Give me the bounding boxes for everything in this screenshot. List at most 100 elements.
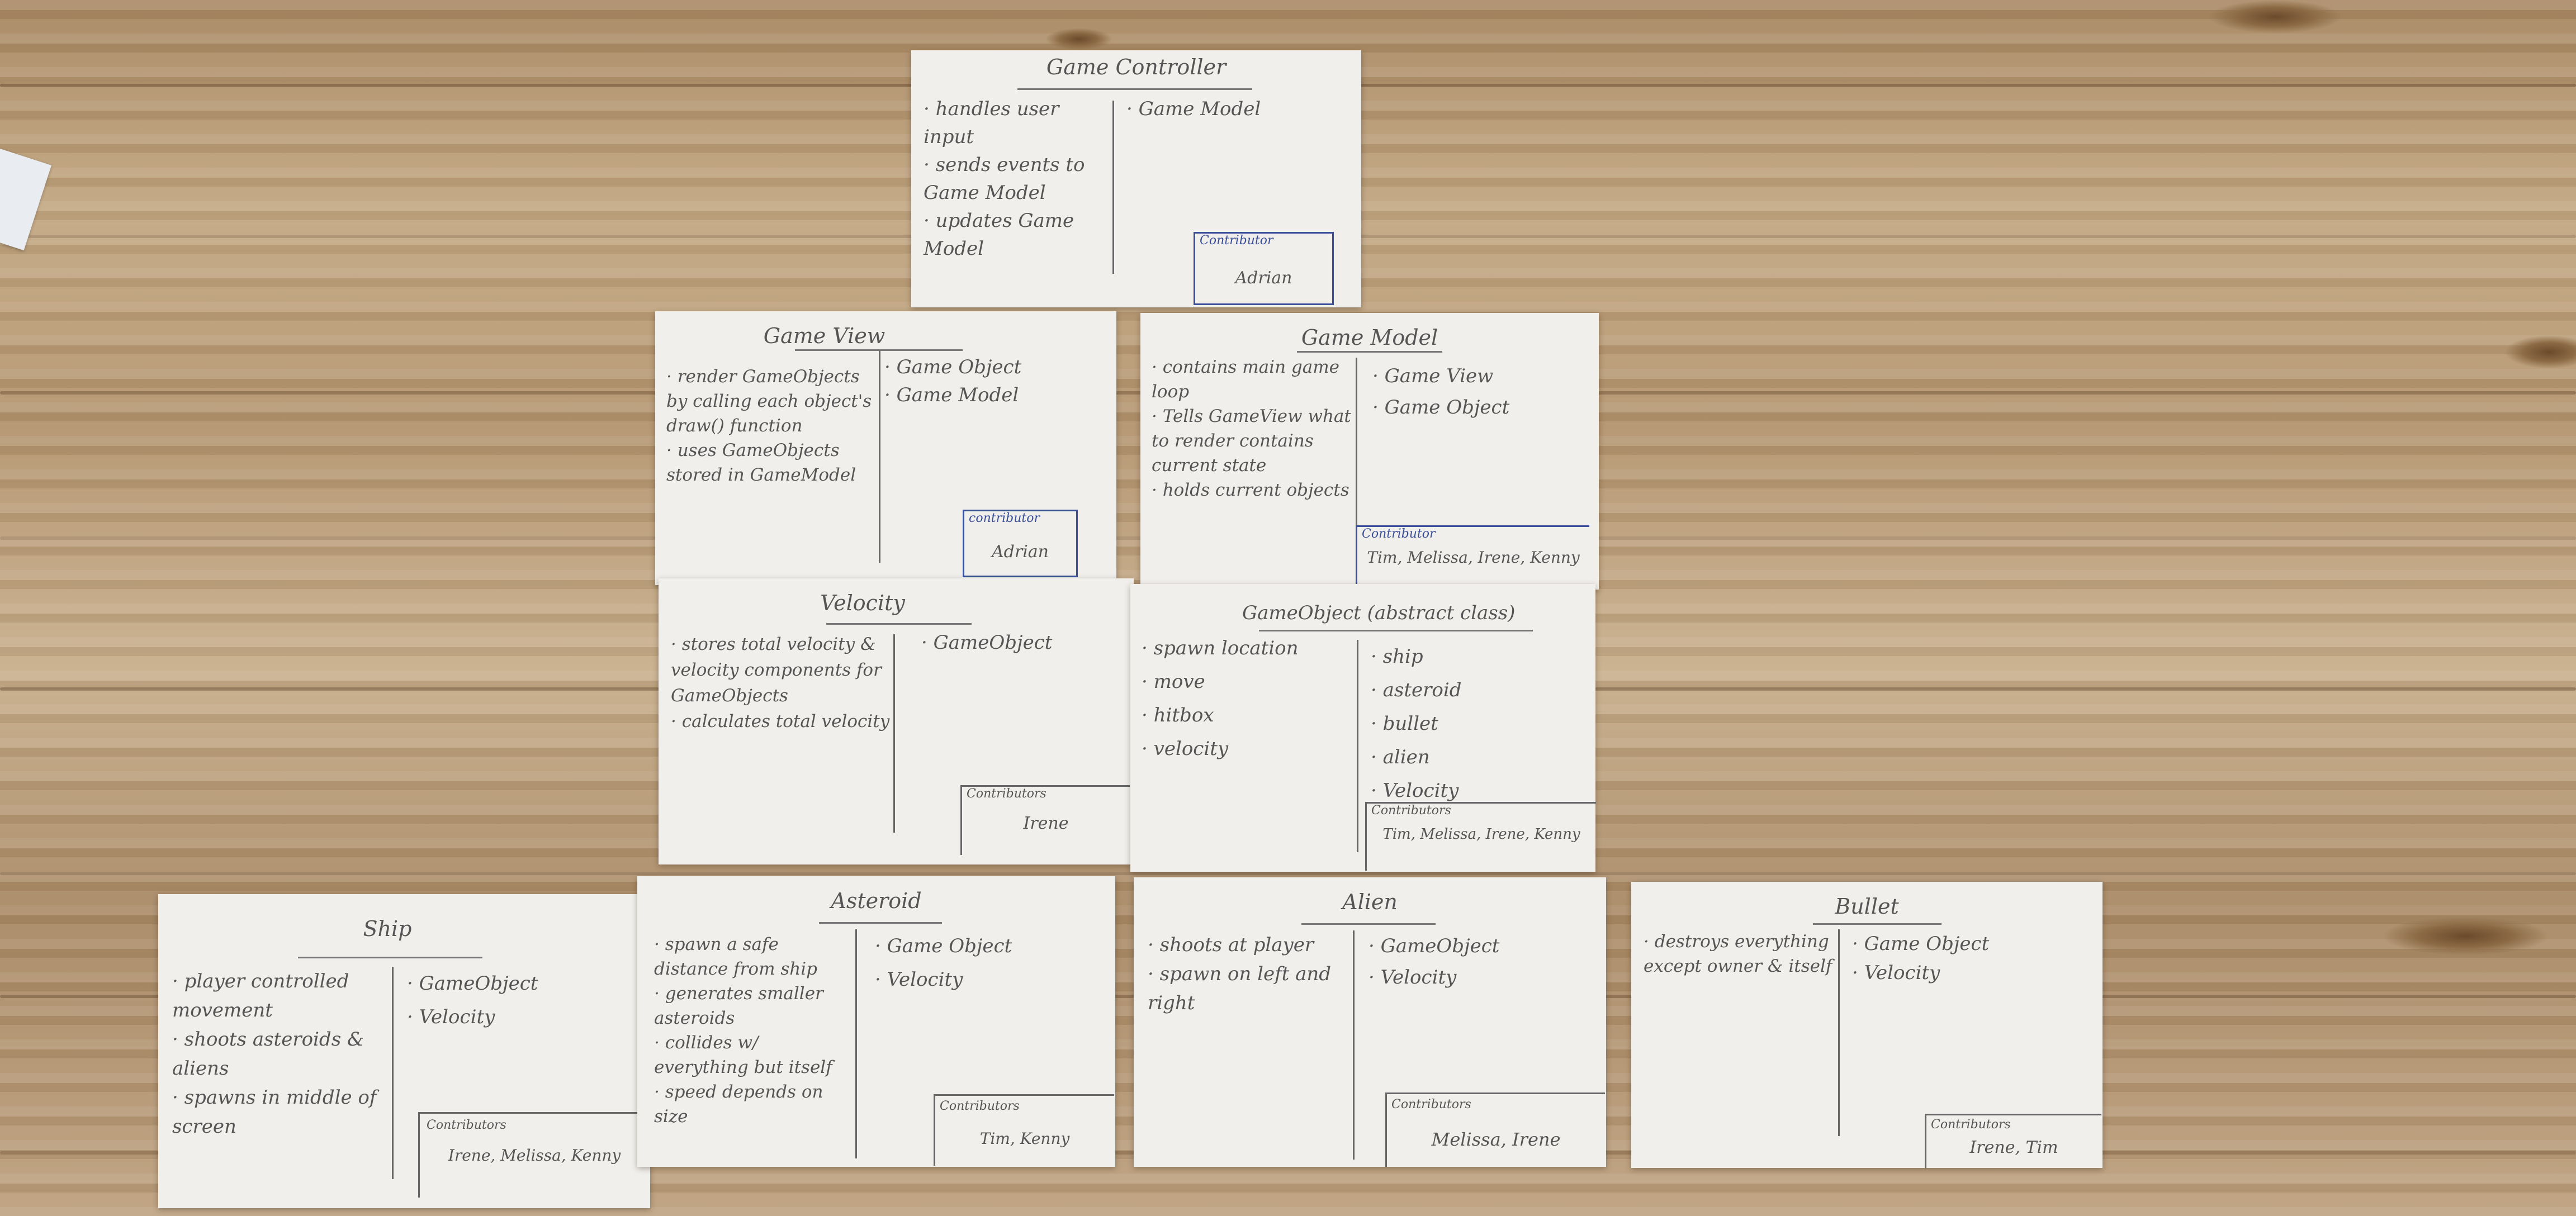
collaborator-item: Velocity <box>1852 958 1989 987</box>
contributors-box: Contributors Irene <box>960 785 1130 855</box>
card-title: Bullet <box>1835 894 1899 919</box>
responsibility-item: spawn a safe distance from ship <box>654 932 850 981</box>
responsibility-item: move <box>1142 665 1354 699</box>
contributors-names: Adrian <box>1235 268 1292 288</box>
responsibilities-list: render GameObjects by calling each objec… <box>666 364 876 487</box>
title-underline <box>819 922 942 924</box>
responsibility-item: contains main game loop <box>1152 355 1356 404</box>
crc-card-game-view[interactable]: Game View render GameObjects by calling … <box>655 311 1116 585</box>
card-title: Game View <box>763 324 886 348</box>
crc-card-game-model[interactable]: Game Model contains main game loop Tells… <box>1140 313 1599 590</box>
card-divider <box>893 634 895 833</box>
collaborators-list: GameObject <box>921 629 1053 657</box>
card-title: Velocity <box>820 591 905 615</box>
contributors-names: Irene <box>1023 814 1069 833</box>
responsibilities-list: spawn a safe distance from ship generate… <box>654 932 850 1129</box>
responsibility-item: velocity <box>1142 732 1354 766</box>
collaborator-item: Game Model <box>1126 95 1261 123</box>
responsibility-item: destroys everything except owner & itsel… <box>1644 929 1834 978</box>
title-underline <box>1017 88 1252 90</box>
contributors-box: Contributors Tim, Kenny <box>934 1094 1114 1166</box>
crc-card-game-object[interactable]: GameObject (abstract class) spawn locati… <box>1130 584 1596 872</box>
collaborators-list: Game Object Velocity <box>1852 929 1990 987</box>
contributors-label: Contributors <box>967 787 1046 801</box>
contributors-box: Contributors Tim, Melissa, Irene, Kenny <box>1365 802 1596 871</box>
crc-card-bullet[interactable]: Bullet destroys everything except owner … <box>1631 882 2103 1168</box>
responsibility-item: player controlled movement <box>172 967 387 1025</box>
card-title: GameObject (abstract class) <box>1242 602 1516 624</box>
responsibilities-list: handles user input sends events to Game … <box>924 95 1108 263</box>
collaborator-item: bullet <box>1371 707 1462 740</box>
collaborator-item: Velocity <box>407 1000 538 1034</box>
card-divider <box>392 967 394 1179</box>
collaborator-item: Game Object <box>875 929 1012 963</box>
title-underline <box>298 957 482 958</box>
collaborator-item: Game View <box>1372 360 1509 392</box>
responsibility-item: speed depends on size <box>654 1080 850 1129</box>
crc-card-alien[interactable]: Alien shoots at player spawn on left and… <box>1134 877 1606 1167</box>
crc-card-velocity[interactable]: Velocity stores total velocity & velocit… <box>659 578 1134 864</box>
card-divider <box>1112 101 1114 274</box>
collaborator-item: GameObject <box>1368 930 1500 962</box>
card-title: Asteroid <box>831 889 922 913</box>
responsibility-item: calculates total velocity <box>671 709 892 734</box>
responsibility-item: Tells GameView what to render contains c… <box>1152 404 1356 478</box>
contributors-label: contributor <box>969 511 1040 525</box>
card-title: Game Model <box>1301 325 1438 350</box>
collaborator-item: Game Model <box>884 381 1021 409</box>
card-divider <box>1357 640 1358 852</box>
collaborators-list: Game Object Game Model <box>884 353 1022 409</box>
collaborator-item: ship <box>1371 640 1462 673</box>
contributors-label: Contributors <box>427 1118 506 1132</box>
contributors-names: Tim, Melissa, Irene, Kenny <box>1367 548 1580 567</box>
collaborator-item: Game Object <box>1852 929 1990 958</box>
title-underline <box>1301 923 1436 925</box>
card-divider <box>1353 930 1355 1160</box>
title-underline <box>1297 351 1442 353</box>
contributors-names: Adrian <box>991 542 1049 562</box>
responsibility-item: generates smaller asteroids <box>654 981 850 1030</box>
title-underline <box>1259 630 1533 631</box>
contributors-box: Contributors Irene, Tim <box>1925 1114 2101 1168</box>
contributors-names: Melissa, Irene <box>1431 1129 1561 1150</box>
contributors-names: Irene, Tim <box>1969 1138 2058 1157</box>
responsibility-item: spawns in middle of screen <box>172 1083 387 1141</box>
wood-grain <box>0 872 2576 875</box>
contributors-box: Contributors Melissa, Irene <box>1385 1092 1605 1167</box>
responsibility-item: hitbox <box>1142 699 1354 732</box>
contributors-box: Contributor Tim, Melissa, Irene, Kenny <box>1356 525 1589 586</box>
crc-card-asteroid[interactable]: Asteroid spawn a safe distance from ship… <box>637 876 1115 1167</box>
wood-knot <box>2504 335 2576 369</box>
card-divider <box>879 350 880 563</box>
collaborator-item: GameObject <box>921 629 1053 657</box>
responsibility-item: handles user input <box>924 95 1108 151</box>
collaborator-item: GameObject <box>407 967 538 1000</box>
contributors-label: Contributors <box>1371 804 1451 818</box>
collaborators-list: Game View Game Object <box>1372 360 1510 423</box>
crc-card-game-controller[interactable]: Game Controller handles user input sends… <box>911 50 1361 307</box>
collaborators-list: Game Model <box>1126 95 1261 123</box>
collaborator-item: Velocity <box>875 963 1012 996</box>
contributors-label: Contributors <box>1931 1118 2011 1132</box>
responsibilities-list: destroys everything except owner & itsel… <box>1644 929 1834 978</box>
card-title: Alien <box>1342 890 1398 914</box>
responsibility-item: render GameObjects by calling each objec… <box>666 364 876 438</box>
responsibility-item: shoots at player <box>1148 930 1349 960</box>
collaborators-list: GameObject Velocity <box>407 967 538 1034</box>
responsibility-item: holds current objects <box>1152 478 1356 502</box>
crc-card-ship[interactable]: Ship player controlled movement shoots a… <box>158 894 650 1208</box>
title-underline <box>795 349 963 351</box>
collaborator-item: Velocity <box>1371 774 1462 808</box>
contributors-box: Contributors Irene, Melissa, Kenny <box>418 1112 649 1198</box>
contributors-label: Contributors <box>940 1099 1020 1113</box>
wood-knot <box>1045 28 1112 50</box>
contributors-names: Tim, Melissa, Irene, Kenny <box>1382 826 1580 843</box>
responsibilities-list: contains main game loop Tells GameView w… <box>1152 355 1356 502</box>
contributors-label: Contributor <box>1362 527 1436 541</box>
contributors-names: Irene, Melissa, Kenny <box>448 1146 621 1165</box>
responsibilities-list: spawn location move hitbox velocity <box>1142 631 1354 766</box>
collaborators-list: GameObject Velocity <box>1368 930 1500 993</box>
collaborator-item: Game Object <box>1372 392 1510 423</box>
contributors-box: Contributor Adrian <box>1194 232 1334 305</box>
collaborator-item: Game Object <box>884 353 1022 381</box>
